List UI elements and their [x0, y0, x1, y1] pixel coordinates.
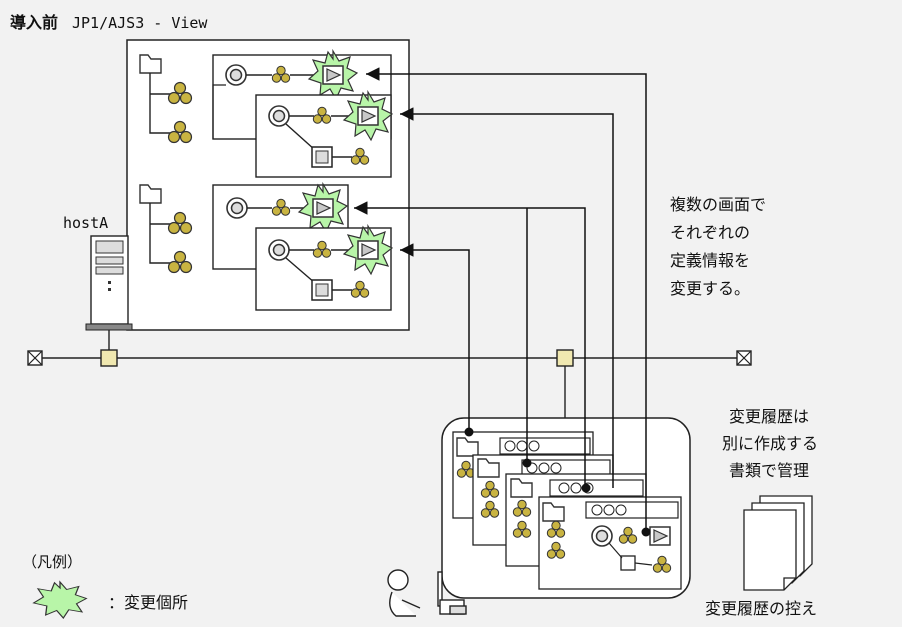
svg-text:書類で管理: 書類で管理	[729, 461, 809, 480]
jobnet-group-2	[212, 183, 393, 311]
svg-text:変更履歴は: 変更履歴は	[729, 407, 809, 426]
app-title: JP1/AJS3 - View	[72, 14, 208, 32]
svg-text:定義情報を: 定義情報を	[670, 251, 750, 270]
svg-text:別に作成する: 別に作成する	[722, 434, 818, 453]
jobnet-group-1	[212, 50, 393, 178]
docs-caption: 変更履歴の控え	[705, 599, 817, 618]
screen-4	[538, 496, 682, 590]
tree-2	[139, 184, 193, 274]
title-label: 導入前	[10, 13, 58, 32]
tree-1	[139, 54, 193, 144]
change-arrows	[354, 67, 647, 532]
user-icon	[387, 569, 467, 617]
svg-text:複数の画面で: 複数の画面で	[670, 195, 766, 214]
svg-text:それぞれの: それぞれの	[670, 223, 750, 242]
documents-icon	[743, 495, 813, 591]
host-label: hostA	[63, 214, 108, 232]
legend-title: （凡例）	[22, 553, 82, 571]
network-line	[27, 349, 752, 420]
change-burst-icon	[32, 581, 88, 619]
note-right: 複数の画面で それぞれの 定義情報を 変更する。	[670, 195, 766, 298]
server-icon	[85, 235, 133, 350]
legend-change-point: ：変更個所	[108, 593, 188, 612]
note-history: 変更履歴は 別に作成する 書類で管理	[722, 407, 818, 480]
svg-text:変更する。: 変更する。	[670, 279, 750, 298]
